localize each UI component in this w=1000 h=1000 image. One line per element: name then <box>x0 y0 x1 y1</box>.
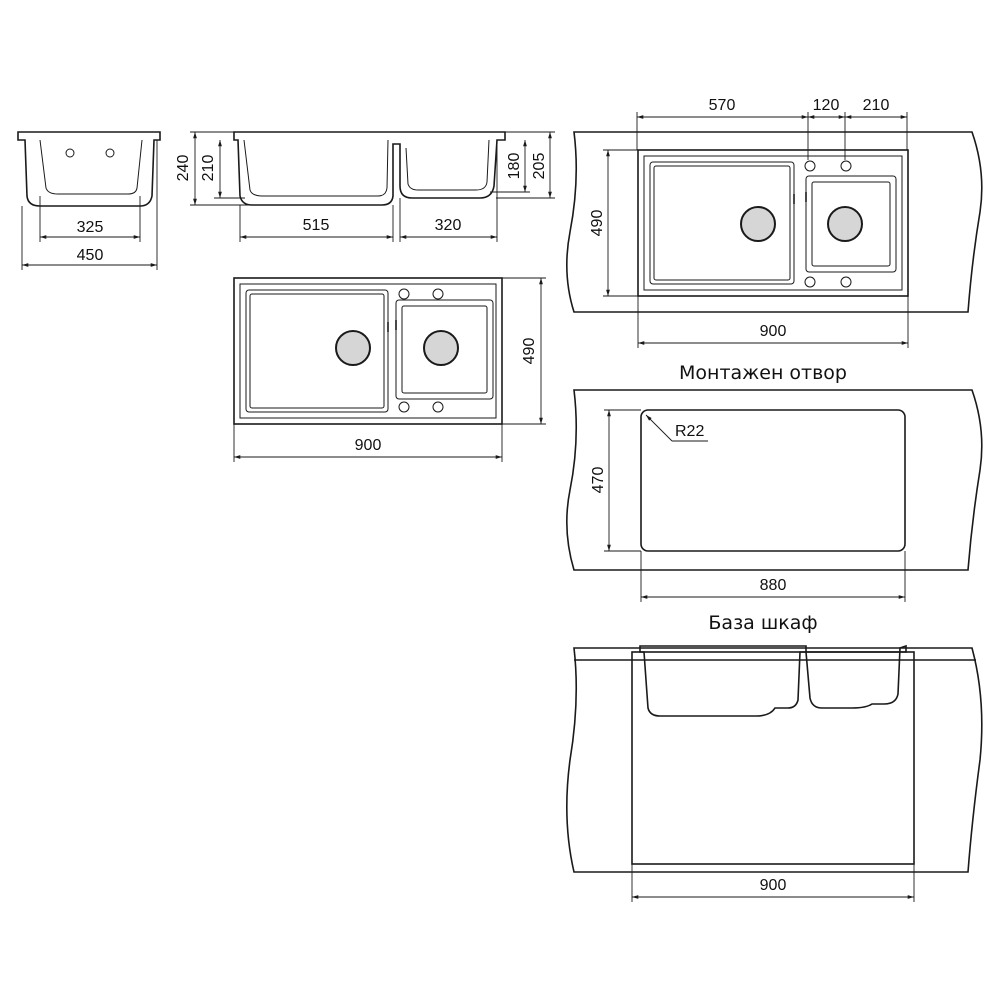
cutout-view: Монтажен отвор R22 470 880 <box>566 362 983 602</box>
dim-install-depth: 490 <box>589 210 606 237</box>
cabinet-title: База шкаф <box>708 612 817 634</box>
side-section-view: 325 450 <box>17 131 161 270</box>
dim-side-inner: 325 <box>77 219 104 236</box>
overflow-hole-icon <box>105 148 115 158</box>
dim-install-width: 900 <box>760 323 787 340</box>
tap-hole-icon <box>804 276 816 288</box>
dim-install-gap: 120 <box>813 97 840 114</box>
sink-outer-frame <box>233 277 503 425</box>
dim-front-small-depth-b: 205 <box>531 153 548 180</box>
dim-top-depth: 490 <box>521 338 538 365</box>
dim-front-small-depth-a: 180 <box>506 153 523 180</box>
front-big-bowl-inner <box>243 139 389 197</box>
dim-cutout-radius: R22 <box>675 423 704 440</box>
installed-sink-frame <box>637 149 909 297</box>
front-small-bowl-inner <box>405 139 490 191</box>
tap-hole-icon <box>432 401 444 413</box>
base-cabinet <box>631 651 915 865</box>
dim-cabinet-width: 900 <box>760 877 787 894</box>
tap-hole-icon <box>840 160 852 172</box>
dim-front-height-inner: 210 <box>200 155 217 182</box>
tap-hole-icon <box>804 160 816 172</box>
cabinet-small-bowl <box>805 644 907 709</box>
drain-icon <box>827 206 863 242</box>
cabinet-big-bowl <box>639 645 807 717</box>
cabinet-view: База шкаф 900 <box>566 612 983 902</box>
dim-cutout-width: 880 <box>760 577 787 594</box>
top-view: 900 490 <box>233 277 546 462</box>
front-section-view: 240 210 515 320 180 205 <box>175 131 555 242</box>
dim-side-outer: 450 <box>77 247 104 264</box>
dim-front-small-bowl: 320 <box>435 217 462 234</box>
countertop <box>566 131 983 313</box>
dim-cutout-depth: 470 <box>590 467 607 494</box>
cutout-countertop <box>566 389 983 571</box>
installed-view: 570 120 210 490 900 <box>566 97 983 348</box>
drain-icon <box>335 330 371 366</box>
dim-install-bowl-1: 570 <box>709 97 736 114</box>
tap-hole-icon <box>432 288 444 300</box>
big-bowl <box>245 289 389 413</box>
dim-front-big-bowl: 515 <box>303 217 330 234</box>
dim-front-height-outer: 240 <box>175 155 192 182</box>
dim-top-width: 900 <box>355 437 382 454</box>
cutout-hole <box>640 409 906 552</box>
overflow-hole-icon <box>65 148 75 158</box>
cutout-title: Монтажен отвор <box>679 362 847 384</box>
side-section-inner <box>39 139 143 195</box>
small-bowl <box>395 299 494 400</box>
cabinet-outline <box>566 647 983 873</box>
drain-icon <box>740 206 776 242</box>
tap-hole-icon <box>398 288 410 300</box>
drain-icon <box>423 330 459 366</box>
tap-hole-icon <box>840 276 852 288</box>
dim-install-bowl-2: 210 <box>863 97 890 114</box>
tap-hole-icon <box>398 401 410 413</box>
front-section-outline <box>233 131 506 206</box>
